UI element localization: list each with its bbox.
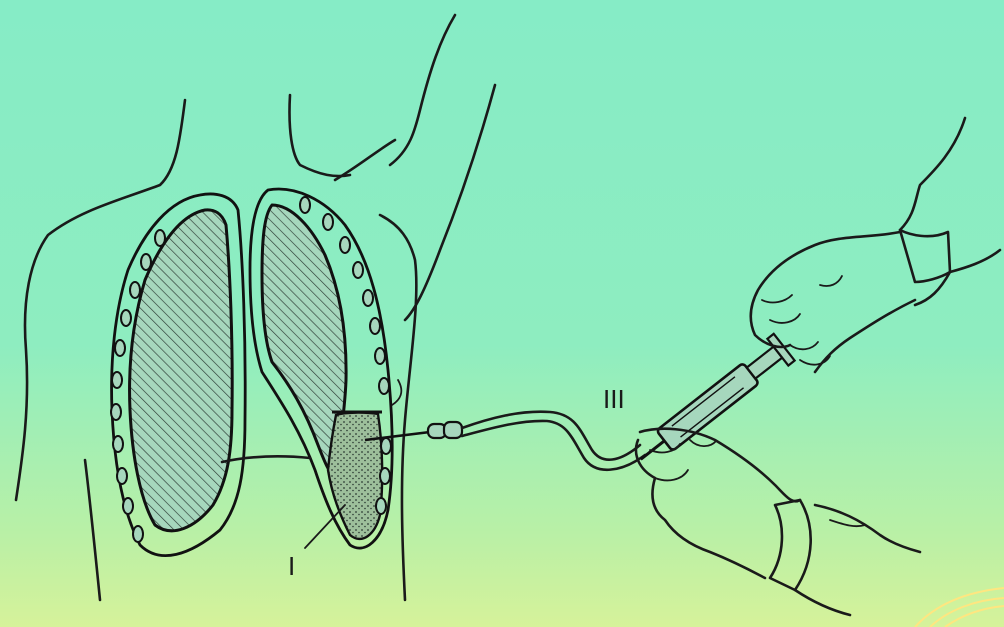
drainage-tube	[365, 412, 645, 470]
label-three: III	[603, 384, 625, 414]
gloved-hand-lower	[636, 429, 920, 615]
gloved-hand-upper	[751, 118, 1000, 372]
right-lung	[250, 189, 392, 548]
left-lung	[111, 194, 245, 556]
diaphragm-line	[222, 456, 310, 462]
label-one: I	[288, 551, 295, 581]
corner-swoosh-decoration	[915, 588, 1004, 627]
torso-outline	[16, 15, 495, 600]
